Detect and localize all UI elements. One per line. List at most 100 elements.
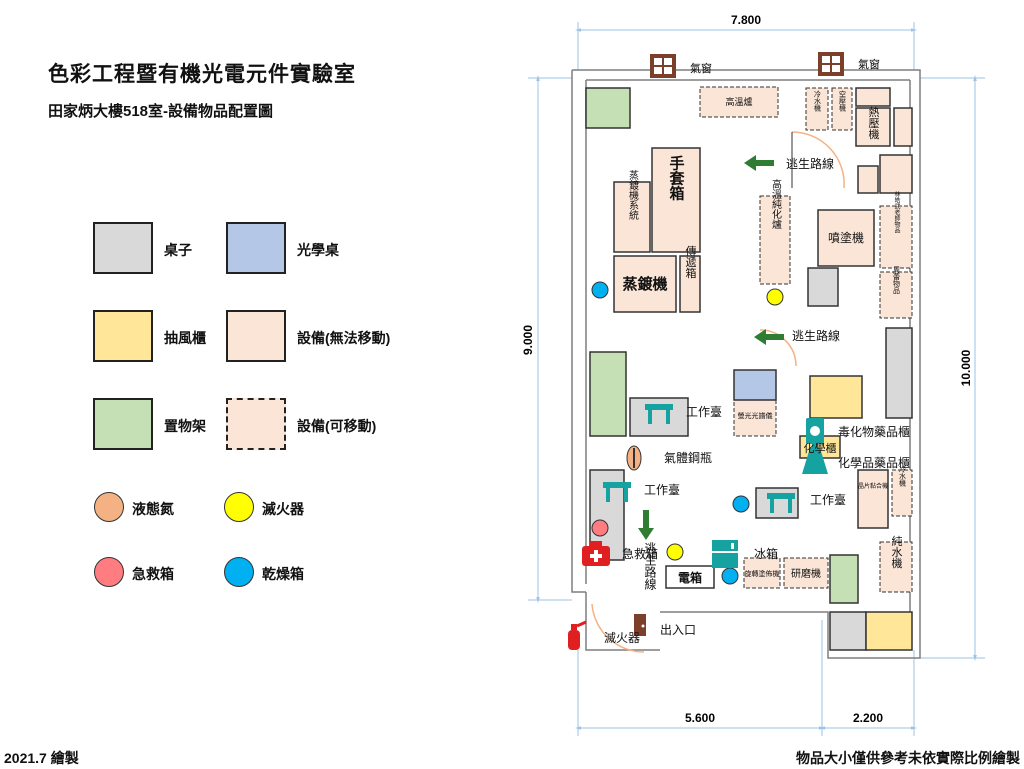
workbench-center [629, 397, 689, 437]
electric-box [665, 565, 715, 589]
legend-swatch-optical-table [226, 222, 286, 274]
transfer-box [679, 255, 701, 313]
workbench-icons [603, 404, 795, 513]
fume-hood-right [809, 375, 863, 419]
legend-label-dry-box: 乾燥箱 [262, 566, 304, 582]
label-fluorescence-text: 螢光光譜儀 [738, 411, 773, 420]
escape-arrow-middle [754, 329, 784, 345]
label-evaporator-system-text: 蒸鍍機系統 [627, 170, 639, 221]
legend-label-desk: 桌子 [164, 242, 192, 258]
label-pure-water-text: 純水機 [890, 535, 903, 569]
high-temp-purifier [759, 195, 791, 285]
fire-extinguisher-icon [568, 620, 587, 650]
spin-coater [743, 557, 781, 589]
label-evaporator-system: 蒸鍍機系統 [627, 170, 639, 221]
escape-arrows [638, 155, 784, 540]
lin-equipment [879, 205, 913, 269]
legend-label-movable-equipment: 設備(可移動) [297, 418, 377, 434]
label-escape-vertical-text: 逃生路線 [643, 542, 657, 590]
label-cold-water-small: 冷水機 [899, 465, 907, 488]
desk-small [807, 267, 839, 307]
legend-label-extinguisher: 滅火器 [262, 501, 304, 517]
footer-date: 2021.7 繪製 [4, 750, 79, 766]
label-workbench-right: 工作臺 [810, 492, 846, 507]
legend-swatch-movable-equipment [226, 398, 286, 450]
high-temp-furnace [699, 86, 779, 118]
exit-door-icon [634, 614, 646, 636]
shelf-top-left [585, 87, 631, 129]
legend-circle-extinguisher [224, 492, 254, 522]
legend-label-first-aid: 急救箱 [132, 566, 174, 582]
label-cold-water-machine-text: 冷水機 [814, 90, 822, 113]
hot-press-top [855, 87, 891, 107]
dimension-top: 7.800 [731, 13, 761, 27]
legend-circle-liquid-nitrogen [94, 492, 124, 522]
label-zhou-equipment-text: 周蕾物品 [893, 266, 901, 295]
label-escape-top: 逃生路線 [786, 156, 834, 171]
desk-bottom-right [829, 611, 867, 651]
equip-right-1 [879, 154, 913, 194]
legend-swatch-shelf [93, 398, 153, 450]
workbench-icon-left [603, 482, 631, 502]
glove-box [651, 147, 701, 253]
cold-water-small [891, 469, 913, 517]
legend-swatch-desk [93, 222, 153, 274]
escape-arrow-top [744, 155, 774, 171]
label-transfer-text: 傳遞箱 [684, 245, 697, 279]
first-aid-icon [582, 541, 610, 566]
label-workbench-left: 工作臺 [644, 482, 680, 497]
label-chemical-cabinet: 化學品藥品櫃 [838, 456, 910, 470]
dimension-bottom-right: 2.200 [853, 711, 883, 725]
escape-arrow-bottom [638, 510, 654, 540]
dimension-left: 9.000 [521, 325, 535, 355]
fridge-icon [712, 540, 738, 568]
legend-circle-dry-box [224, 557, 254, 587]
dimension-lines [528, 22, 985, 736]
dimension-right: 10.000 [959, 349, 973, 386]
cold-water-machine [805, 87, 829, 131]
label-high-temp-purifier-text: 高溫純化爐 [770, 178, 782, 230]
label-extinguisher: 滅火器 [604, 631, 640, 645]
hot-press [855, 107, 891, 147]
evaporator-system [613, 181, 651, 253]
grinder [783, 557, 829, 589]
label-fluorescence: 螢光光譜儀 [738, 411, 773, 420]
label-hot-press: 熱壓機 [867, 106, 880, 140]
legend-swatch-fixed-equipment [226, 310, 286, 362]
workbench-icon-right [767, 493, 795, 513]
label-escape-vertical: 逃生路線 [643, 542, 657, 590]
label-electric-box: 電箱 [678, 570, 702, 585]
label-evaporator: 蒸鍍機 [622, 275, 667, 293]
label-high-temp-furnace: 高溫爐 [725, 96, 752, 107]
label-escape-middle: 逃生路線 [792, 328, 840, 343]
label-first-aid: 急救箱 [622, 546, 658, 561]
shelf-bottom-right [829, 554, 859, 604]
label-high-temp-purifier: 高溫純化爐 [770, 178, 782, 230]
desk-right-tall [885, 327, 913, 419]
label-toxic-cabinet: 毒化物藥品櫃 [838, 425, 910, 439]
label-entrance: 出入口 [660, 623, 696, 637]
legend-label-fume-hood: 抽風櫃 [164, 330, 206, 346]
air-compressor [831, 87, 853, 131]
legend-circle-first-aid [94, 557, 124, 587]
hot-press-side [893, 107, 913, 147]
dry-box-middle [732, 495, 750, 513]
label-wafer-bonder-text: 晶片黏合機 [858, 482, 888, 490]
legend-label-shelf: 置物架 [164, 418, 206, 434]
label-air-compressor-text: 空壓機 [839, 90, 847, 113]
door-arc-entrance [591, 603, 645, 653]
toxic-cabinet-icon [806, 418, 824, 444]
page-title: 色彩工程暨有機光電元件實驗室 [48, 63, 356, 86]
vent-right-label: 氣窗 [858, 57, 880, 71]
footer-note: 物品大小僅供參考未依實際比例繪製 [796, 750, 1020, 766]
label-hot-press-text: 熱壓機 [867, 106, 880, 140]
label-spray-coater: 噴塗機 [828, 230, 864, 245]
shelf-left-middle [589, 351, 627, 437]
vent-right [818, 52, 844, 76]
label-pure-water: 純水機 [890, 535, 903, 569]
legend-label-liquid-nitrogen: 液態氮 [132, 501, 174, 517]
label-gas-cylinder: 氣體鋼瓶 [664, 451, 712, 465]
legend-swatch-fume-hood [93, 310, 153, 362]
label-fridge: 冰箱 [754, 546, 778, 561]
vent-left-label: 氣窗 [690, 61, 712, 75]
